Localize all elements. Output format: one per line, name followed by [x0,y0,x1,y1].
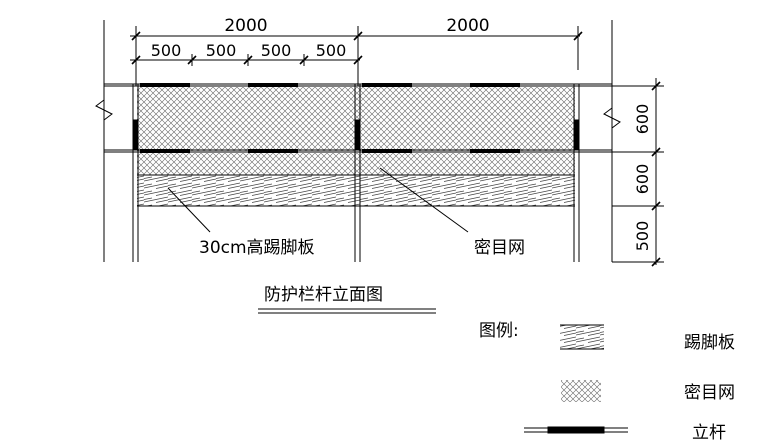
vertical-posts [132,84,580,262]
height-dim-3: 500 [633,221,652,252]
sub-dim-1: 500 [151,41,182,60]
title-underline [258,308,436,314]
top-dimension-chain [130,26,583,86]
legend-net-label: 密目网 [684,383,735,403]
callout-leaders [167,167,469,233]
legend-net-symbol [561,380,601,402]
toe-board [137,174,575,207]
sub-dim-3: 500 [261,41,292,60]
callout-toe-board: 30cm高踢脚板 [199,238,315,258]
legend-post-symbol [524,426,628,434]
legend-toe-board-symbol [560,324,604,350]
sub-dim-4: 500 [316,41,347,60]
drawing-title: 防护栏杆立面图 [264,285,383,305]
span-dim-1: 2000 [224,16,267,36]
wall-outline [95,20,621,262]
height-dim-2: 600 [633,164,652,195]
legend-heading: 图例: [479,321,519,341]
callout-safety-net: 密目网 [474,238,525,258]
height-dim-1: 600 [633,104,652,135]
right-dimension-chain [612,78,664,267]
span-dim-2: 2000 [446,16,489,36]
sub-dim-2: 500 [206,41,237,60]
legend-toe-board-label: 踢脚板 [684,333,735,353]
legend-post-label: 立杆 [692,423,726,443]
